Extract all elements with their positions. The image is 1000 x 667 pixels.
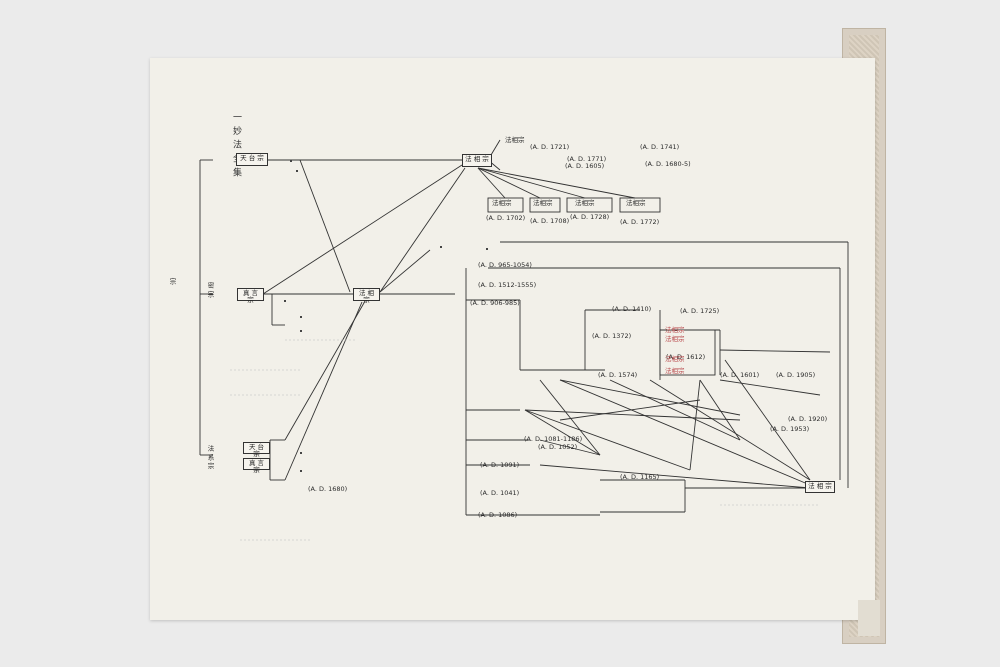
ink-mark bbox=[300, 470, 302, 472]
red-label-3: 法相宗 bbox=[665, 367, 685, 375]
ink-mark bbox=[290, 160, 292, 162]
node-box-c: 天 台 宗 bbox=[243, 442, 270, 458]
date-8: (A. D. 1601) bbox=[720, 371, 760, 379]
branch-label-low: 法 系 宗 bbox=[206, 445, 214, 469]
top-line-4: (A. D. 1605) bbox=[565, 162, 605, 170]
date-1: (A. D. 1512-1555) bbox=[478, 281, 537, 289]
ink-mark bbox=[300, 316, 302, 318]
date-12: (A. D. 1081-1186) bbox=[524, 435, 583, 443]
node-box-top: 法 相 宗 bbox=[462, 154, 492, 167]
sub-box-2-date: (A. D. 1728) bbox=[570, 213, 610, 221]
date-18: (A. D. 1680) bbox=[308, 485, 348, 493]
date-13: (A. D. 1052) bbox=[538, 443, 578, 451]
date-9: (A. D. 1905) bbox=[776, 371, 816, 379]
sub-box-1-date: (A. D. 1708) bbox=[530, 217, 570, 225]
sub-box-0-date: (A. D. 1702) bbox=[486, 214, 526, 222]
ink-mark bbox=[300, 452, 302, 454]
red-label-0: 法相宗 bbox=[665, 326, 685, 334]
date-6: (A. D. 1372) bbox=[592, 332, 632, 340]
ink-mark bbox=[296, 170, 298, 172]
ink-mark bbox=[300, 330, 302, 332]
sub-box-1-name: 法相宗 bbox=[533, 199, 553, 207]
date-11: (A. D. 1953) bbox=[770, 425, 810, 433]
branch-label-mid: 密 宗 bbox=[206, 282, 214, 298]
red-label-1: 法相宗 bbox=[665, 335, 685, 343]
node-box-hub: 法 相 宗 bbox=[353, 288, 380, 304]
node-box-d: 真 言 宗 bbox=[243, 458, 270, 474]
top-line-5: (A. D. 1680-5) bbox=[645, 160, 691, 168]
document-sheet bbox=[150, 58, 875, 620]
date-4: (A. D. 1725) bbox=[680, 307, 720, 315]
sub-box-2-name: 法相宗 bbox=[575, 199, 595, 207]
node-box-b: 真 言 宗 bbox=[237, 288, 264, 304]
node-box-a: 天 台 宗 bbox=[236, 153, 268, 166]
ink-mark bbox=[486, 248, 488, 250]
root-label: 宗 bbox=[168, 278, 176, 285]
ink-mark bbox=[284, 300, 286, 302]
top-line-3: (A. D. 1771) bbox=[567, 155, 607, 163]
sheet-edge bbox=[858, 600, 880, 636]
date-17: (A. D. 1086) bbox=[478, 511, 518, 519]
date-7: (A. D. 1574) bbox=[598, 371, 638, 379]
document-title: 一 妙 法 全 集 bbox=[231, 112, 241, 178]
node-box-end: 法 相 宗 bbox=[805, 481, 835, 493]
date-0: (A. D. 965-1054) bbox=[478, 261, 532, 269]
date-15: (A. D. 1165) bbox=[620, 473, 660, 481]
top-line-1: (A. D. 1721) bbox=[530, 143, 570, 151]
ink-mark bbox=[440, 246, 442, 248]
date-10: (A. D. 1920) bbox=[788, 415, 828, 423]
top-line-0: 法相宗 bbox=[505, 136, 525, 144]
date-3: (A. D. 1410) bbox=[612, 305, 652, 313]
date-14: (A. D. 1091) bbox=[480, 461, 520, 469]
date-16: (A. D. 1041) bbox=[480, 489, 520, 497]
sub-box-3-name: 法相宗 bbox=[626, 199, 646, 207]
date-2: (A. D. 906-985) bbox=[470, 299, 520, 307]
sub-box-3-date: (A. D. 1772) bbox=[620, 218, 660, 226]
red-label-2: 法相宗 bbox=[665, 355, 685, 363]
top-line-2: (A. D. 1741) bbox=[640, 143, 680, 151]
sub-box-0-name: 法相宗 bbox=[492, 199, 512, 207]
date-5: (A. D. 1612) bbox=[666, 353, 706, 361]
